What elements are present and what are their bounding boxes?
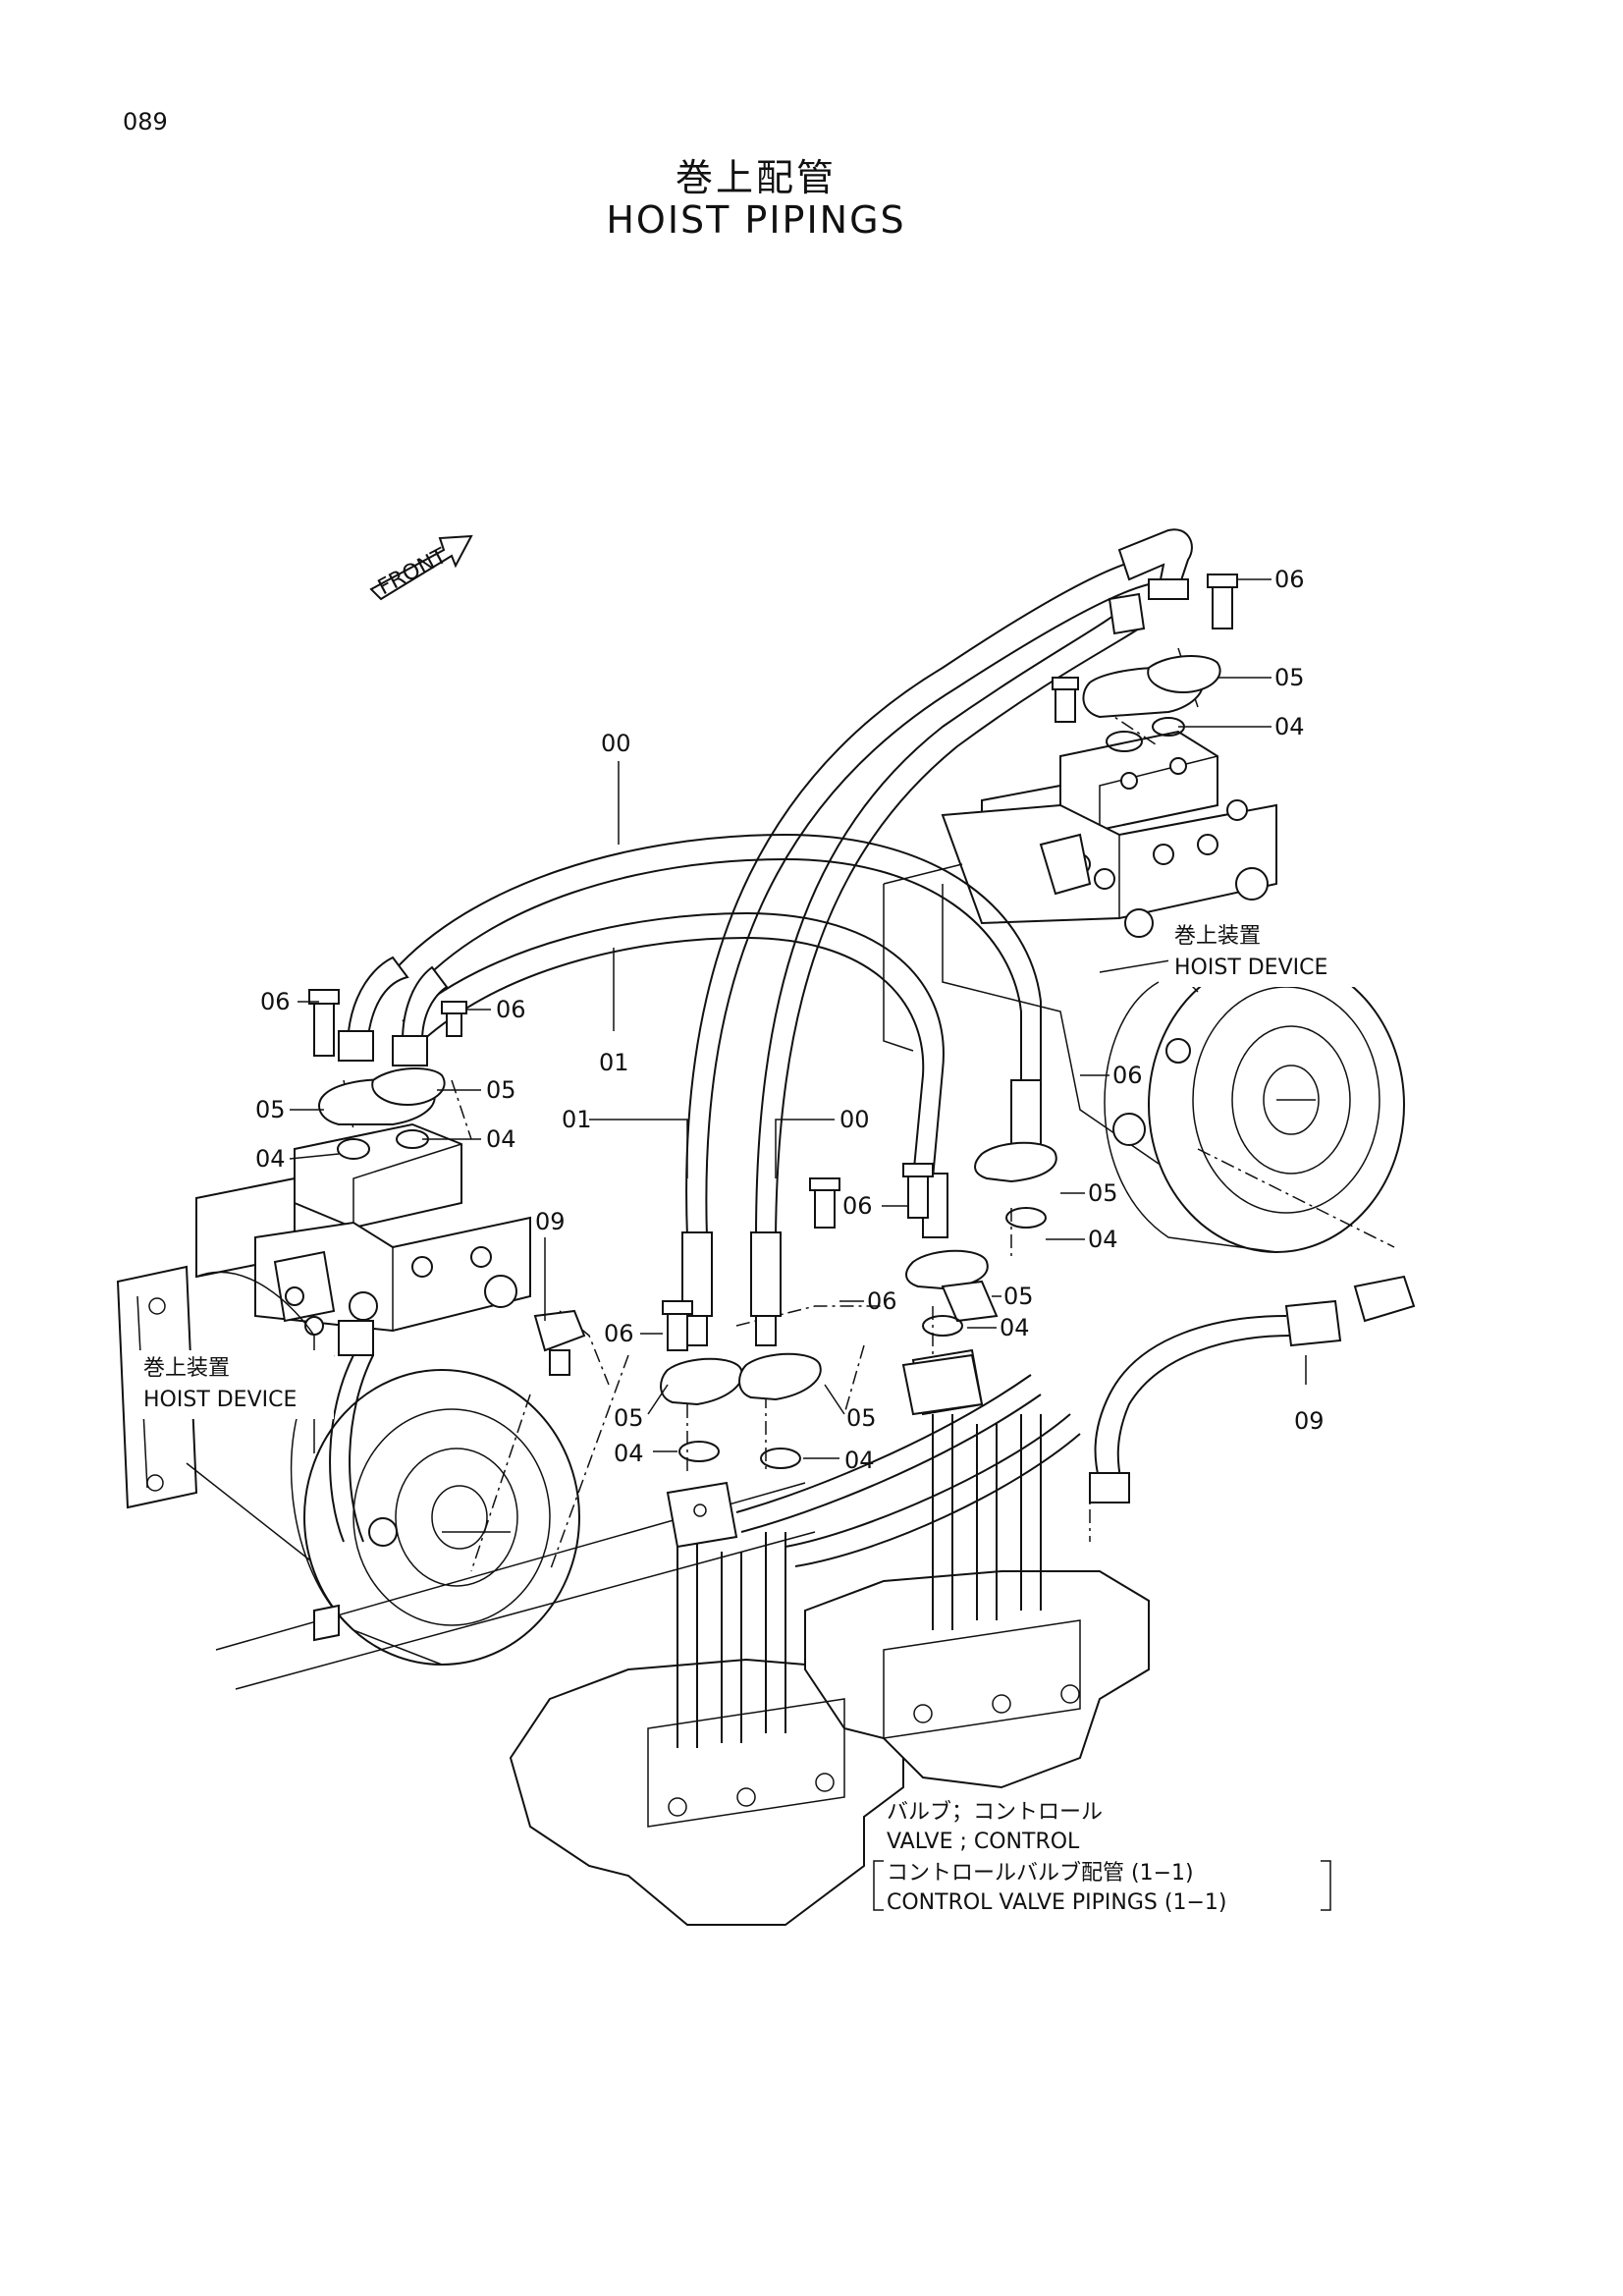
callout-05-center-2: 05 — [614, 1404, 644, 1432]
callout-04-right: 04 — [1088, 1226, 1118, 1253]
callout-05-left-2: 05 — [486, 1076, 516, 1104]
callout-01-mid: 01 — [599, 1049, 629, 1076]
device-labels: 巻上装置 HOIST DEVICE 巻上装置 HOIST DEVICE バルブ；… — [137, 918, 1365, 1915]
callout-05-top-right: 05 — [1274, 664, 1305, 691]
fittings — [308, 574, 1238, 1469]
page-number: 089 — [123, 108, 168, 136]
callout-04-center-3: 04 — [844, 1447, 875, 1474]
callout-09-right: 09 — [1294, 1407, 1325, 1435]
callout-06-left-1: 06 — [260, 988, 291, 1015]
callout-06-left-2: 06 — [496, 996, 526, 1023]
hoist-device-right-label: HOIST DEVICE — [1174, 956, 1327, 980]
callout-01-left: 01 — [562, 1106, 592, 1133]
callout-05-right: 05 — [1088, 1179, 1118, 1207]
callout-00-top: 00 — [601, 730, 631, 757]
callout-06-center-1: 06 — [842, 1192, 873, 1220]
callout-04-left-2: 04 — [486, 1125, 516, 1153]
hoses — [329, 528, 1416, 1543]
right-hoist-device — [883, 730, 1405, 1253]
callout-06-center-2: 06 — [867, 1287, 897, 1315]
valve-ref: CONTROL VALVE PIPINGS (1−1) — [887, 1890, 1226, 1915]
leader-lines — [289, 578, 1331, 1911]
valve-ref-ja: コントロールバルブ配管 (1−1) — [887, 1861, 1194, 1886]
valve-label: VALVE ; CONTROL — [887, 1830, 1080, 1854]
hoist-device-right-ja: 巻上装置 — [1174, 924, 1261, 949]
front-arrow-label: FRONT — [374, 544, 452, 601]
page-title-japanese: 巻上配管 — [675, 156, 837, 199]
callout-04-top-right: 04 — [1274, 713, 1305, 740]
front-arrow: FRONT — [369, 534, 473, 601]
callout-05-center-3: 05 — [846, 1404, 877, 1432]
callout-06-center-3: 06 — [604, 1320, 634, 1347]
callout-04-center-2: 04 — [614, 1440, 644, 1467]
callout-06-right: 06 — [1112, 1062, 1143, 1089]
callout-05-center-1: 05 — [1003, 1283, 1034, 1310]
hoist-device-left-ja: 巻上装置 — [143, 1356, 230, 1381]
callout-06-top-right: 06 — [1274, 566, 1305, 593]
callout-labels: 00 01 01 00 06 05 04 06 06 05 05 04 04 0… — [255, 566, 1325, 1474]
valve-label-ja: バルブ；コントロール — [887, 1800, 1103, 1825]
page-title: HOIST PIPINGS — [606, 198, 906, 242]
callout-05-left-1: 05 — [255, 1096, 286, 1123]
callout-04-center-1: 04 — [1000, 1314, 1030, 1341]
callout-00-mid: 00 — [839, 1106, 870, 1133]
callout-09-left: 09 — [535, 1208, 566, 1235]
callout-04-left-1: 04 — [255, 1145, 286, 1173]
hoist-device-left-label: HOIST DEVICE — [143, 1388, 297, 1412]
